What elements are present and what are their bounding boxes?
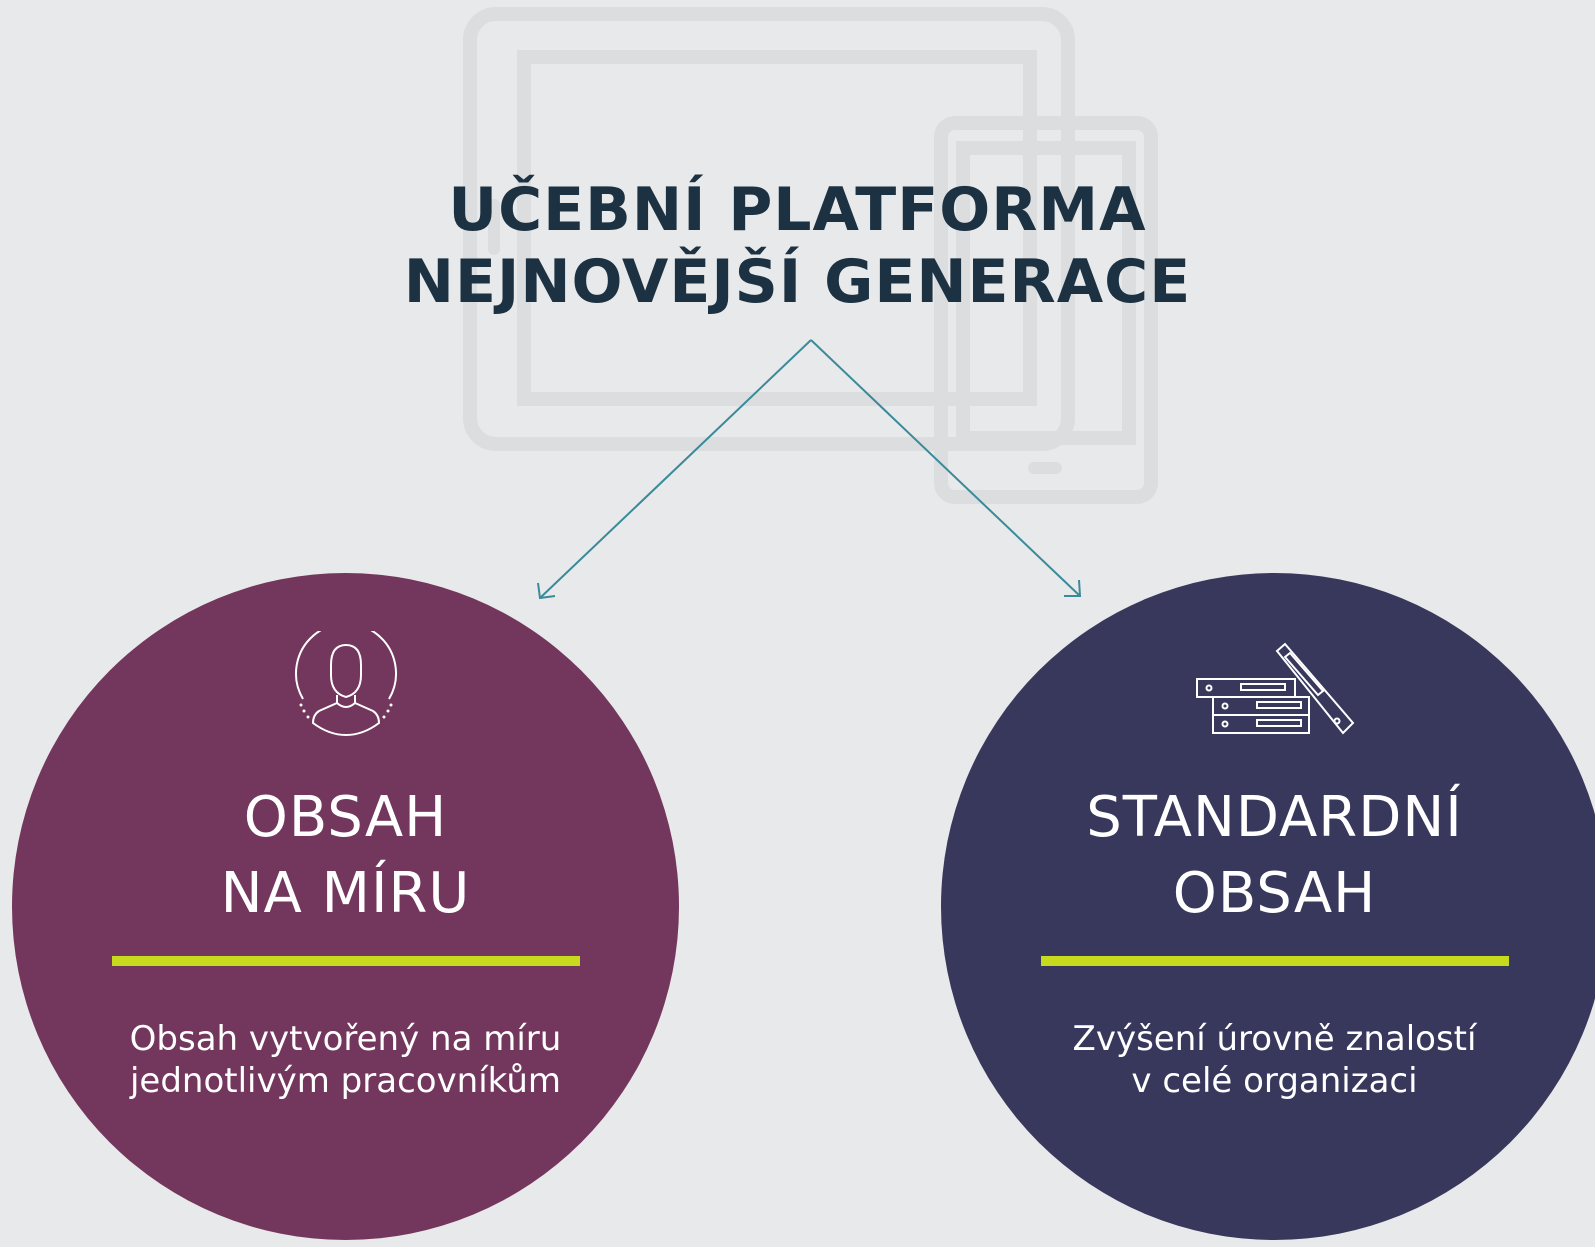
custom-content-desc-line-2: jednotlivým pracovníkům (129, 1061, 561, 1101)
arrow-left-head (537, 582, 556, 600)
custom-content-circle: OBSAH NA MÍRU Obsah vytvořený na míru je… (12, 573, 679, 1240)
phone-outline (934, 116, 1158, 504)
custom-content-heading-line-1: OBSAH (243, 785, 448, 850)
tablet-screen-outline (517, 50, 1037, 406)
standard-content-accent-bar (1041, 956, 1509, 966)
standard-content-circle: STANDARDNÍ OBSAH Zvýšení úrovně znalostí… (941, 573, 1595, 1240)
custom-content-heading: OBSAH NA MÍRU (12, 780, 679, 932)
standard-content-heading: STANDARDNÍ OBSAH (941, 780, 1595, 932)
books-icon (1195, 642, 1354, 735)
custom-content-heading-line-2: NA MÍRU (220, 861, 471, 926)
tablet-outline (463, 7, 1075, 451)
standard-content-heading-line-1: STANDARDNÍ (1086, 785, 1463, 850)
custom-content-description: Obsah vytvořený na míru jednotlivým prac… (12, 1018, 679, 1102)
arrow-right-head (1064, 579, 1082, 597)
phone-screen-outline (956, 141, 1136, 445)
person-icon (294, 631, 397, 737)
page-title-line-1: UČEBNÍ PLATFORMA (448, 175, 1147, 245)
custom-content-desc-line-1: Obsah vytvořený na míru (129, 1019, 562, 1059)
arrow-right-line (810, 339, 1081, 597)
phone-button (1028, 462, 1062, 474)
standard-content-desc-line-1: Zvýšení úrovně znalostí (1072, 1019, 1477, 1059)
page-title-line-2: NEJNOVĚJŠÍ GENERACE (403, 247, 1192, 317)
standard-content-description: Zvýšení úrovně znalostí v celé organizac… (941, 1018, 1595, 1102)
custom-content-accent-bar (112, 956, 580, 966)
tablet-button (488, 199, 500, 255)
arrow-left-line (539, 339, 812, 599)
standard-content-desc-line-2: v celé organizaci (1131, 1061, 1418, 1101)
standard-content-heading-line-2: OBSAH (1172, 861, 1377, 926)
